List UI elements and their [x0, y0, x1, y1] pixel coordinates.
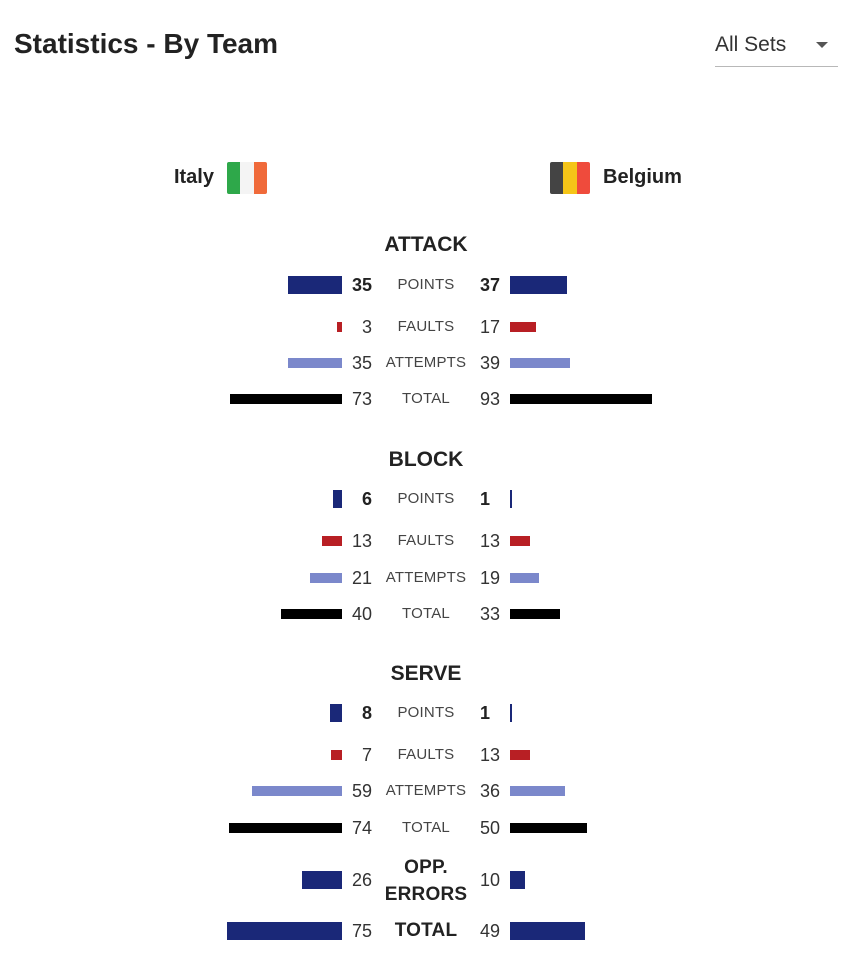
home-value: 40 — [351, 604, 372, 624]
home-value: 6 — [361, 489, 372, 509]
set-filter-dropdown[interactable]: All Sets — [715, 30, 838, 67]
section-title-block: BLOCK — [388, 448, 464, 471]
away-value: 13 — [480, 745, 501, 765]
away-value: 19 — [480, 568, 501, 588]
away-bar — [510, 394, 652, 404]
stat-label: FAULTS — [397, 318, 455, 335]
home-bar — [322, 536, 342, 546]
home-bar — [333, 490, 342, 508]
stat-label: TOTAL — [402, 390, 450, 407]
stat-label: ATTEMPTS — [385, 782, 467, 799]
away-value: 33 — [480, 604, 501, 624]
home-bar — [331, 750, 342, 760]
page-title: Statistics - By Team — [14, 28, 279, 59]
away-bar — [510, 871, 525, 889]
team-home: Italy — [174, 161, 267, 194]
stat-label: FAULTS — [397, 746, 455, 763]
home-value: 73 — [351, 389, 372, 409]
stat-label: OPP. ERRORS — [384, 857, 468, 905]
team-away: Belgium — [550, 161, 682, 194]
away-bar — [510, 573, 539, 583]
home-value: 8 — [361, 703, 372, 723]
stat-label: POINTS — [397, 490, 455, 507]
away-value: 36 — [480, 781, 501, 801]
home-bar — [337, 322, 342, 332]
home-value: 3 — [361, 317, 372, 337]
stat-label: FAULTS — [397, 532, 455, 549]
stat-label: ATTEMPTS — [385, 354, 467, 371]
away-value: 37 — [480, 275, 501, 295]
stat-label: ATTEMPTS — [385, 569, 467, 586]
away-bar — [510, 704, 512, 722]
away-value: 50 — [480, 818, 501, 838]
away-value: 1 — [480, 489, 491, 509]
home-bar — [310, 573, 342, 583]
away-bar — [510, 786, 565, 796]
home-bar — [252, 786, 342, 796]
away-bar — [510, 823, 587, 833]
away-bar — [510, 609, 560, 619]
away-value: 17 — [480, 317, 501, 337]
flag-stripe-3 — [576, 161, 590, 194]
flag-stripe-1 — [227, 161, 241, 194]
stat-label: TOTAL — [402, 819, 450, 836]
away-bar — [510, 536, 530, 546]
stat-label: POINTS — [397, 276, 455, 293]
home-bar — [330, 704, 342, 722]
italy-flag-icon — [227, 161, 267, 194]
home-value: 35 — [351, 275, 372, 295]
away-value: 1 — [480, 703, 491, 723]
away-bar — [510, 276, 567, 294]
home-bar — [281, 609, 342, 619]
home-bar — [302, 871, 342, 889]
home-value: 74 — [351, 818, 372, 838]
team-away-name: Belgium — [603, 166, 682, 188]
flag-stripe-3 — [253, 161, 267, 194]
home-bar — [288, 276, 342, 294]
belgium-flag-icon — [550, 161, 590, 194]
home-value: 13 — [351, 531, 372, 551]
away-value: 10 — [480, 870, 501, 890]
away-value: 49 — [480, 921, 501, 941]
stat-label: TOTAL — [402, 605, 450, 622]
home-bar — [227, 922, 342, 940]
home-value: 21 — [351, 568, 372, 588]
away-value: 93 — [480, 389, 501, 409]
home-value: 26 — [351, 870, 372, 890]
away-value: 39 — [480, 353, 501, 373]
home-bar — [230, 394, 342, 404]
section-title-attack: ATTACK — [384, 233, 468, 256]
home-value: 35 — [351, 353, 372, 373]
home-bar — [288, 358, 342, 368]
away-bar — [510, 490, 512, 508]
away-bar — [510, 922, 585, 940]
home-value: 75 — [351, 921, 372, 941]
away-bar — [510, 750, 530, 760]
home-value: 59 — [351, 781, 372, 801]
set-filter-value: All Sets — [715, 33, 787, 56]
home-value: 7 — [361, 745, 372, 765]
away-bar — [510, 322, 536, 332]
away-value: 13 — [480, 531, 501, 551]
flag-stripe-1 — [550, 161, 564, 194]
team-home-name: Italy — [173, 166, 214, 188]
stat-label: TOTAL — [394, 920, 458, 941]
stat-label: POINTS — [397, 704, 455, 721]
away-bar — [510, 358, 570, 368]
flag-stripe-2 — [240, 161, 254, 194]
home-bar — [229, 823, 342, 833]
section-title-serve: SERVE — [390, 662, 462, 685]
chevron-down-icon[interactable] — [816, 42, 828, 48]
flag-stripe-2 — [563, 161, 577, 194]
